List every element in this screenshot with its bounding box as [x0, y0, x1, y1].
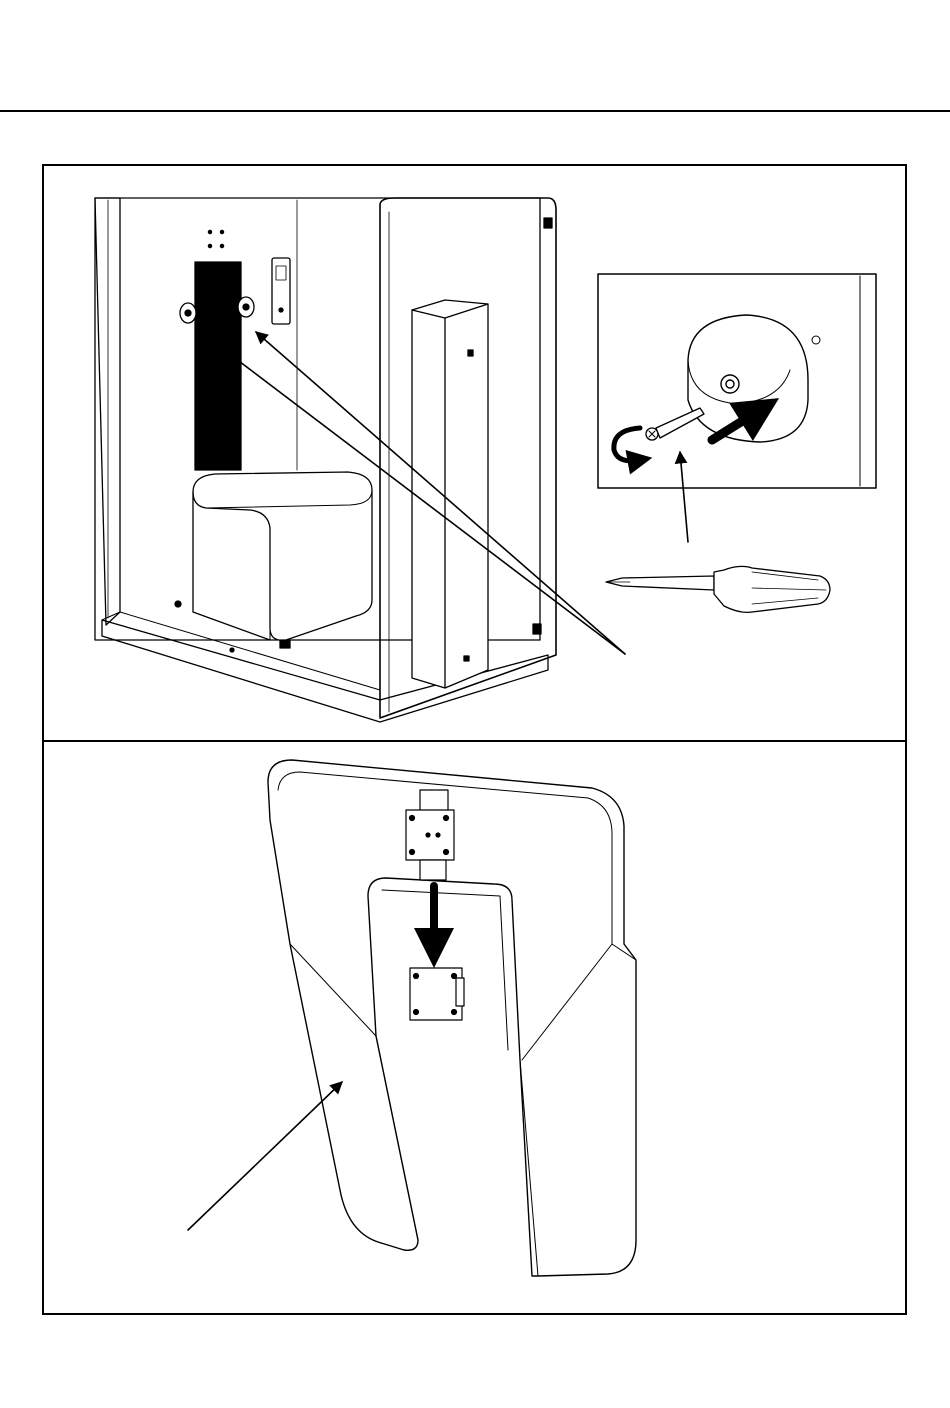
backrest-mount-knob-right	[238, 297, 254, 317]
sauna-cabin-illustration	[95, 198, 556, 722]
backrest-panel-illustration	[268, 760, 636, 1276]
heater-panel	[195, 262, 241, 470]
control-panel	[272, 258, 290, 324]
backrest-leader	[188, 1082, 342, 1230]
knob	[688, 315, 808, 442]
backrest-mount-knob-left	[180, 303, 196, 323]
heater-column	[412, 300, 488, 688]
bench-seat	[193, 472, 372, 648]
lower-bracket	[410, 968, 464, 1020]
screwdriver-icon	[606, 566, 830, 612]
screw-and-knob-detail	[598, 274, 876, 488]
